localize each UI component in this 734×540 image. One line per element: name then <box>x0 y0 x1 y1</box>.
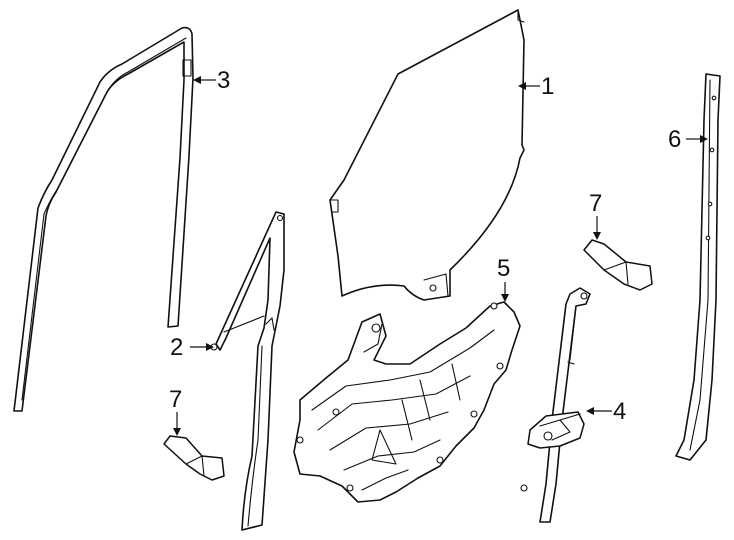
callout-6: 6 <box>668 126 681 153</box>
callout-1: 1 <box>541 73 554 100</box>
leaders <box>173 76 708 436</box>
part-7-bracket-upper <box>583 239 653 291</box>
part-4-window-regulator <box>520 287 591 523</box>
callout-7-upper: 7 <box>589 190 602 217</box>
part-3-weatherstrip <box>13 26 194 412</box>
callout-3: 3 <box>217 67 230 94</box>
callout-5: 5 <box>497 255 510 282</box>
callout-7-lower: 7 <box>169 386 182 413</box>
callouts: 1 2 3 4 5 6 7 7 <box>169 67 681 425</box>
part-2-division-channel <box>210 211 285 531</box>
part-1-door-glass <box>329 9 525 301</box>
part-6-run-channel <box>675 73 721 461</box>
callout-2: 2 <box>170 334 183 361</box>
part-7-bracket-lower <box>163 435 225 481</box>
part-5-module-panel <box>293 301 521 503</box>
callout-4: 4 <box>613 398 626 425</box>
